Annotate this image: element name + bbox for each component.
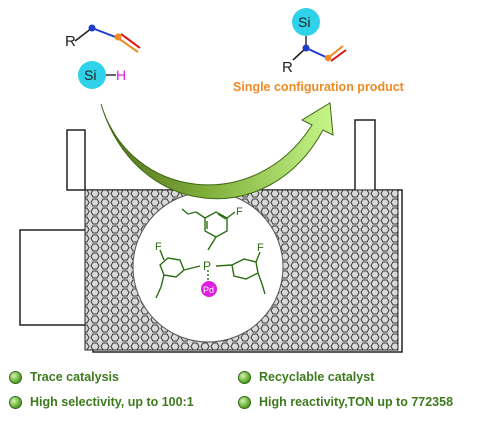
silane-h-label: H	[116, 67, 126, 83]
catalyst-labels: F F F P	[155, 206, 264, 273]
feature-text: Trace catalysis	[30, 370, 119, 384]
fluoro-label-left: F	[155, 241, 162, 253]
feature-text: High selectivity, up to 100:1	[30, 395, 194, 409]
reaction-arrow	[100, 102, 334, 200]
feature-item: High selectivity, up to 100:1	[9, 395, 194, 409]
product-carbon-2	[324, 54, 332, 62]
product-si-label: Si	[298, 14, 310, 30]
silane-si-atom	[78, 61, 106, 89]
reactant-allene: R	[65, 24, 141, 53]
feature-list: Trace catalysis Recyclable catalyst High…	[0, 362, 479, 422]
green-bullet-icon	[9, 395, 22, 409]
phosphine-pd-catalyst	[155, 208, 266, 299]
feature-text: Recyclable catalyst	[259, 370, 375, 384]
product-caption: Single configuration product	[233, 80, 405, 94]
palladium-atom	[201, 281, 217, 297]
feature-item: High reactivity,TON up to 772358	[238, 395, 453, 409]
feature-item: Trace catalysis	[9, 370, 119, 384]
allene-carbon-2	[114, 33, 122, 41]
product-carbon-1	[302, 44, 310, 52]
green-bullet-icon	[238, 370, 251, 384]
fluoro-label-right: F	[257, 242, 264, 254]
palladium-label: Pd	[203, 285, 214, 295]
fluoro-label-top: F	[236, 206, 243, 218]
product-r-label: R	[282, 59, 293, 76]
feature-item: Recyclable catalyst	[238, 370, 374, 384]
green-bullet-icon	[9, 370, 22, 384]
phosphorus-label: P	[203, 259, 211, 273]
reactant-r-label: R	[65, 33, 76, 50]
silane-si-label: Si	[84, 67, 96, 83]
silane-reagent: Si H	[78, 61, 126, 89]
feature-text: High reactivity,TON up to 772358	[259, 395, 454, 409]
green-bullet-icon	[238, 395, 251, 409]
product-allylsilane: Si R	[282, 8, 347, 76]
product-si-atom	[292, 8, 320, 36]
allene-carbon-1	[88, 24, 96, 32]
